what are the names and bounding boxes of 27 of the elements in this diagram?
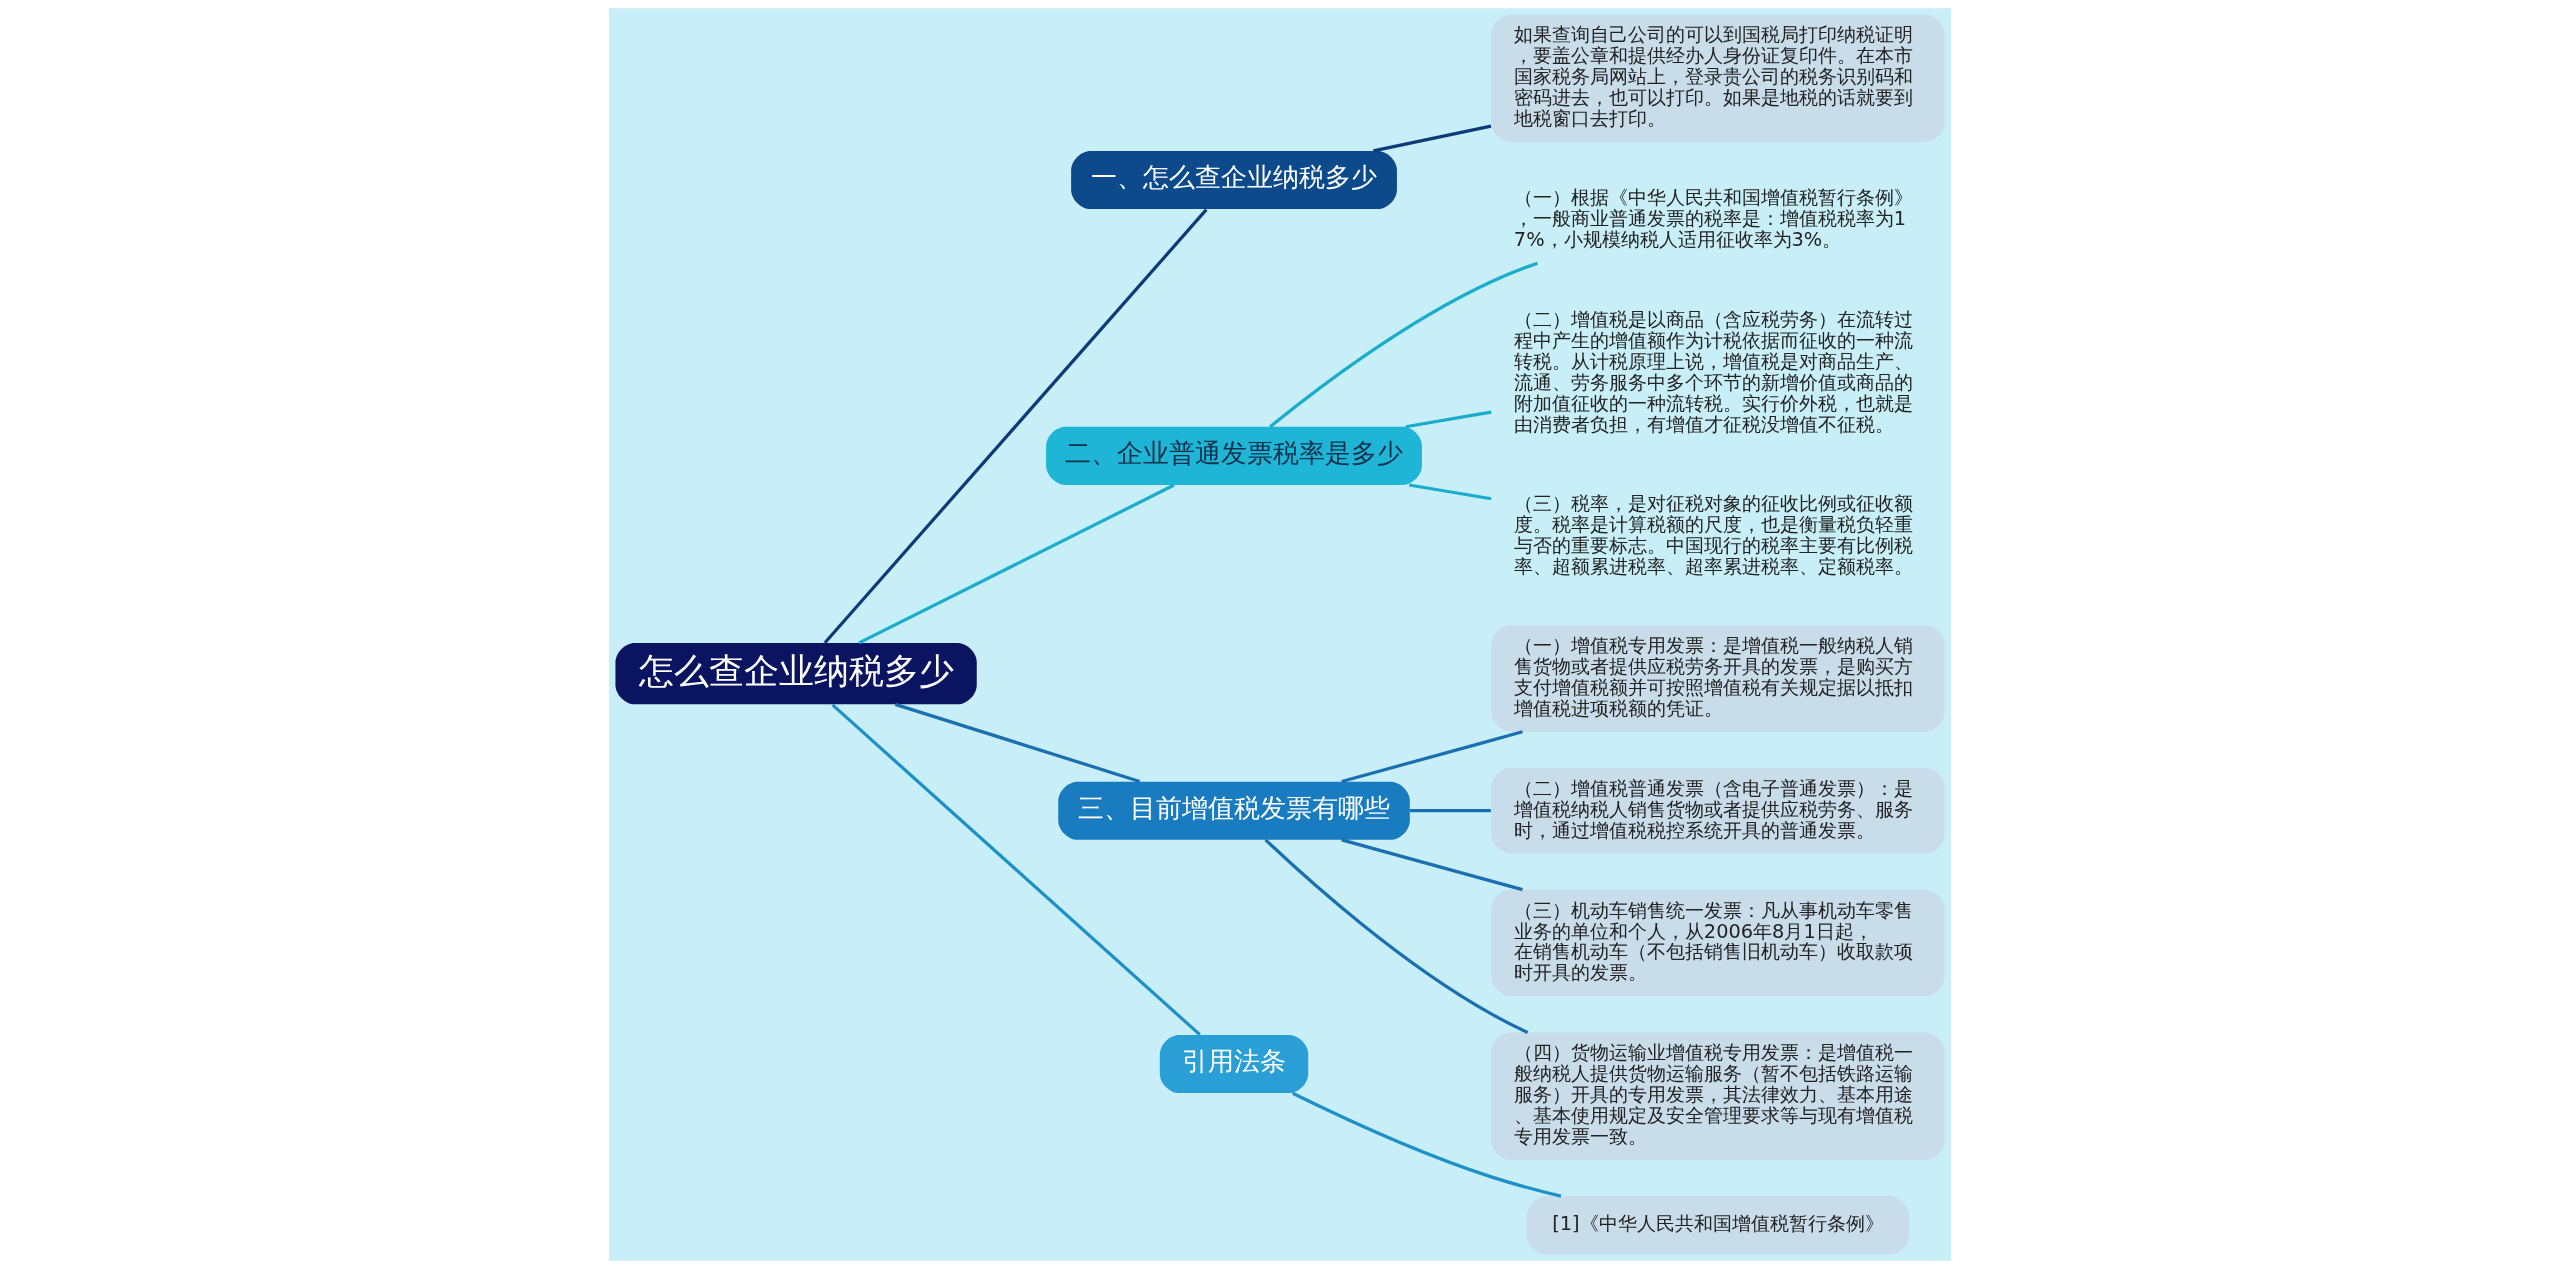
node-box: 二、企业普通发票税率是多少 bbox=[1046, 426, 1422, 485]
connector bbox=[823, 208, 1208, 644]
connector bbox=[1409, 809, 1491, 813]
node-box: 怎么查企业纳税多少 bbox=[615, 642, 977, 705]
node-box: [1]《中华人民共和国增值税暂行条例》 bbox=[1526, 1196, 1910, 1255]
connector bbox=[1292, 1091, 1562, 1198]
connector bbox=[1408, 483, 1492, 501]
connector bbox=[1341, 730, 1523, 784]
connector bbox=[1341, 838, 1523, 892]
node-box: （四）货物运输业增值税专用发票：是增值税一般纳税人提供货物运输服务（暂不包括铁路运输服务）开具的专用发票，其法律效力、基本用途、基本使用规定及安全管理要求等与现有增值税专用发票一致。 bbox=[1491, 1032, 1945, 1160]
connector bbox=[831, 703, 1201, 1036]
connector bbox=[1269, 261, 1539, 428]
node-box: （二）增值税普通发票（含电子普通发票）：是增值税纳税人销售货物或者提供应税劳务、服务时，通过增值税税控系统开具的普通发票。 bbox=[1491, 767, 1945, 854]
node-text: （三）税率，是对征税对象的征收比例或征收额度。税率是计算税额的尺度，也是衡量税负轻重与否的重要标志。中国现行的税率主要有比例税率、超额累进税率、超率累进税率、定额税率。 bbox=[1513, 492, 1913, 578]
connector bbox=[1264, 838, 1529, 1034]
node-box: 三、目前增值税发票有哪些 bbox=[1058, 781, 1410, 840]
node-text: （二）增值税是以商品（含应税劳务）在流转过程中产生的增值额作为计税依据而征收的一种流转税。从计税原理上说，增值税是对商品生产、流通、劳务服务中多个环节的新增价值或商品的附加值征收的一种流转税。实行价外税，也就是由消费者负担，有增值才征税没增值不征税。 bbox=[1513, 308, 1913, 437]
node-box: （一）增值税专用发票：是增值税一般纳税人销售货物或者提供应税劳务开具的发票，是购买方支付增值税额并可按照增值税有关规定据以抵扣增值税进项税额的凭证。 bbox=[1491, 625, 1945, 732]
node-box: 引用法条 bbox=[1159, 1034, 1309, 1093]
node-text: （一）根据《中华人民共和国增值税暂行条例》，一般商业普通发票的税率是：增值税税率为17%，小规模纳税人适用征收率为3%。 bbox=[1513, 186, 1913, 252]
connector bbox=[894, 702, 1141, 783]
connector bbox=[1405, 410, 1492, 429]
connector bbox=[1373, 124, 1492, 153]
node-box: 如果查询自己公司的可以到国税局打印纳税证明，要盖公章和提供经办人身份证复印件。在本市国家税务局网站上，登录贵公司的税务识别码和密码进去，也可以打印。如果是地税的话就要到地税窗口去打印。 bbox=[1491, 14, 1945, 143]
node-box: 一、怎么查企业纳税多少 bbox=[1071, 151, 1397, 210]
connector bbox=[858, 483, 1175, 645]
node-box: （三）机动车销售统一发票：凡从事机动车零售业务的单位和个人，从2006年8月1日起，在销售机动车（不包括销售旧机动车）收取款项时开具的发票。 bbox=[1491, 889, 1945, 997]
